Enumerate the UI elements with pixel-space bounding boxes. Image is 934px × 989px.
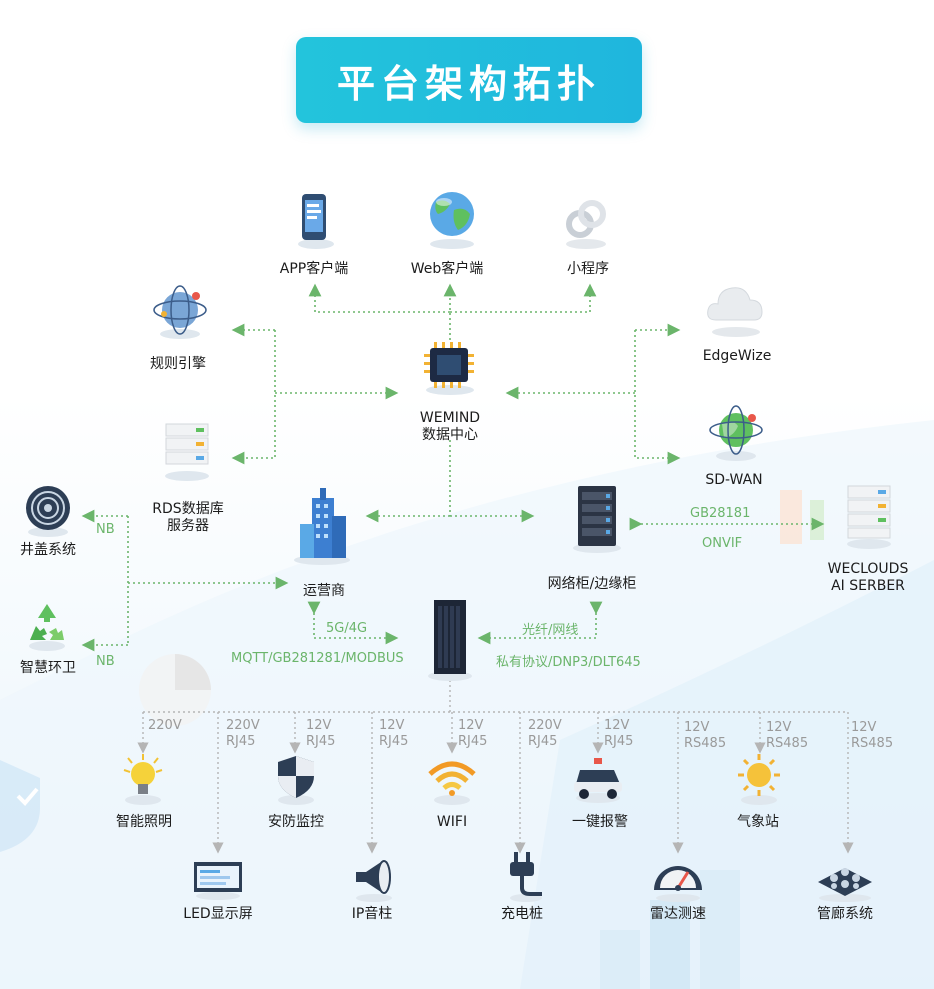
wifi-icon: [428, 761, 476, 805]
weather-label: 气象站: [737, 814, 779, 830]
port-ipspeaker-power: 12V: [379, 718, 405, 733]
port-security-power: 12V: [306, 718, 332, 733]
wifi-label: WIFI: [436, 814, 468, 830]
onvif-label: ONVIF: [702, 536, 743, 551]
app-client-label: APP客户端: [279, 261, 349, 277]
radar-label: 雷达测速: [650, 906, 706, 922]
link-icon: [566, 200, 606, 249]
port-led-power: 220V: [226, 718, 260, 733]
port-security-interface: RJ45: [306, 734, 336, 749]
sanitation-label: 智慧环卫: [20, 660, 76, 676]
building-icon: [294, 488, 350, 565]
port-lighting-power: 220V: [148, 718, 182, 733]
weclouds-label: WECLOUDS AI SERBER: [828, 561, 909, 595]
5g4g-label: 5G/4G: [326, 621, 368, 636]
speaker-icon: [356, 860, 392, 902]
nb-top-label: NB: [96, 522, 115, 537]
port-charger-interface: RJ45: [528, 734, 558, 749]
manhole-label: 井盖系统: [20, 542, 76, 558]
globe-icon: [430, 192, 474, 249]
rule-engine-label: 规则引擎: [150, 356, 206, 372]
pipe-gallery-icon: [818, 868, 872, 902]
charger-label: 充电桩: [501, 906, 543, 922]
alarm-label: 一键报警: [572, 814, 628, 830]
phone-icon: [298, 194, 334, 249]
gauge-icon: [654, 866, 702, 902]
shield-icon: [278, 756, 314, 805]
port-wifi-interface: RJ45: [458, 734, 488, 749]
network-globe-icon: [709, 405, 763, 461]
pipe-label: 管廊系统: [817, 906, 873, 922]
private-protocol-label: 私有协议/DNP3/DLT645: [496, 655, 641, 670]
mini-program-label: 小程序: [567, 261, 609, 277]
ip-speaker-label: IP音柱: [351, 906, 393, 922]
sun-icon: [738, 754, 780, 805]
gb28181-label: GB28181: [690, 506, 751, 521]
mqtt-label: MQTT/GB281281/MODBUS: [231, 651, 404, 666]
port-wifi-power: 12V: [458, 718, 484, 733]
lighting-label: 智能照明: [116, 814, 172, 830]
sdwan-label: SD-WAN: [705, 472, 763, 488]
web-client-label: Web客户端: [410, 261, 484, 277]
weclouds-label-line1: WECLOUDS: [827, 561, 909, 577]
cabinet-label: 网络柜/边缘柜: [547, 576, 637, 592]
weclouds-label-line2: AI SERBER: [831, 578, 905, 594]
port-charger-power: 220V: [528, 718, 562, 733]
recycle-icon: [29, 604, 65, 651]
port-weather-interface: RS485: [766, 736, 809, 751]
cabinet-icon: [573, 486, 621, 553]
led-screen-icon: [194, 862, 242, 900]
wemind-label-line1: WEMIND: [419, 410, 481, 426]
wemind-label-line2: 数据中心: [422, 427, 478, 443]
police-car-icon: [574, 758, 622, 803]
nb-bottom-label: NB: [96, 654, 115, 669]
edgewize-label: EdgeWize: [702, 348, 772, 364]
port-ipspeaker-interface: RJ45: [379, 734, 409, 749]
rds-label-line2: 服务器: [167, 518, 209, 534]
fiber-label: 光纤/网线: [522, 623, 579, 638]
port-radar-power: 12V: [684, 720, 710, 735]
server-icon: [165, 423, 209, 481]
charging-pile-icon: [510, 852, 542, 902]
port-alarm-interface: RJ45: [604, 734, 634, 749]
manhole-icon: [26, 486, 70, 537]
port-pipe-power: 12V: [851, 720, 877, 735]
port-lighting: 220V: [148, 718, 182, 734]
led-label: LED显示屏: [183, 906, 253, 922]
rds-label-line1: RDS数据库: [152, 501, 224, 517]
port-pipe-interface: RS485: [851, 736, 894, 751]
port-led-interface: RJ45: [226, 734, 256, 749]
ai-server-icon: [847, 485, 891, 549]
operator-label: 运营商: [303, 583, 345, 599]
port-weather-power: 12V: [766, 720, 792, 735]
wemind-label: WEMIND 数据中心: [420, 410, 480, 444]
port-radar-interface: RS485: [684, 736, 727, 751]
rds-label: RDS数据库 服务器: [152, 501, 223, 535]
chip-icon: [424, 342, 474, 395]
cloud-icon: [707, 287, 763, 337]
security-label: 安防监控: [268, 814, 324, 830]
atom-icon: [153, 285, 207, 339]
port-alarm-power: 12V: [604, 718, 630, 733]
bulb-icon: [123, 754, 163, 805]
page-title: 平台架构拓扑: [336, 61, 601, 106]
title-banner: 平台架构拓扑: [296, 37, 642, 123]
gateway-icon: [428, 600, 472, 681]
